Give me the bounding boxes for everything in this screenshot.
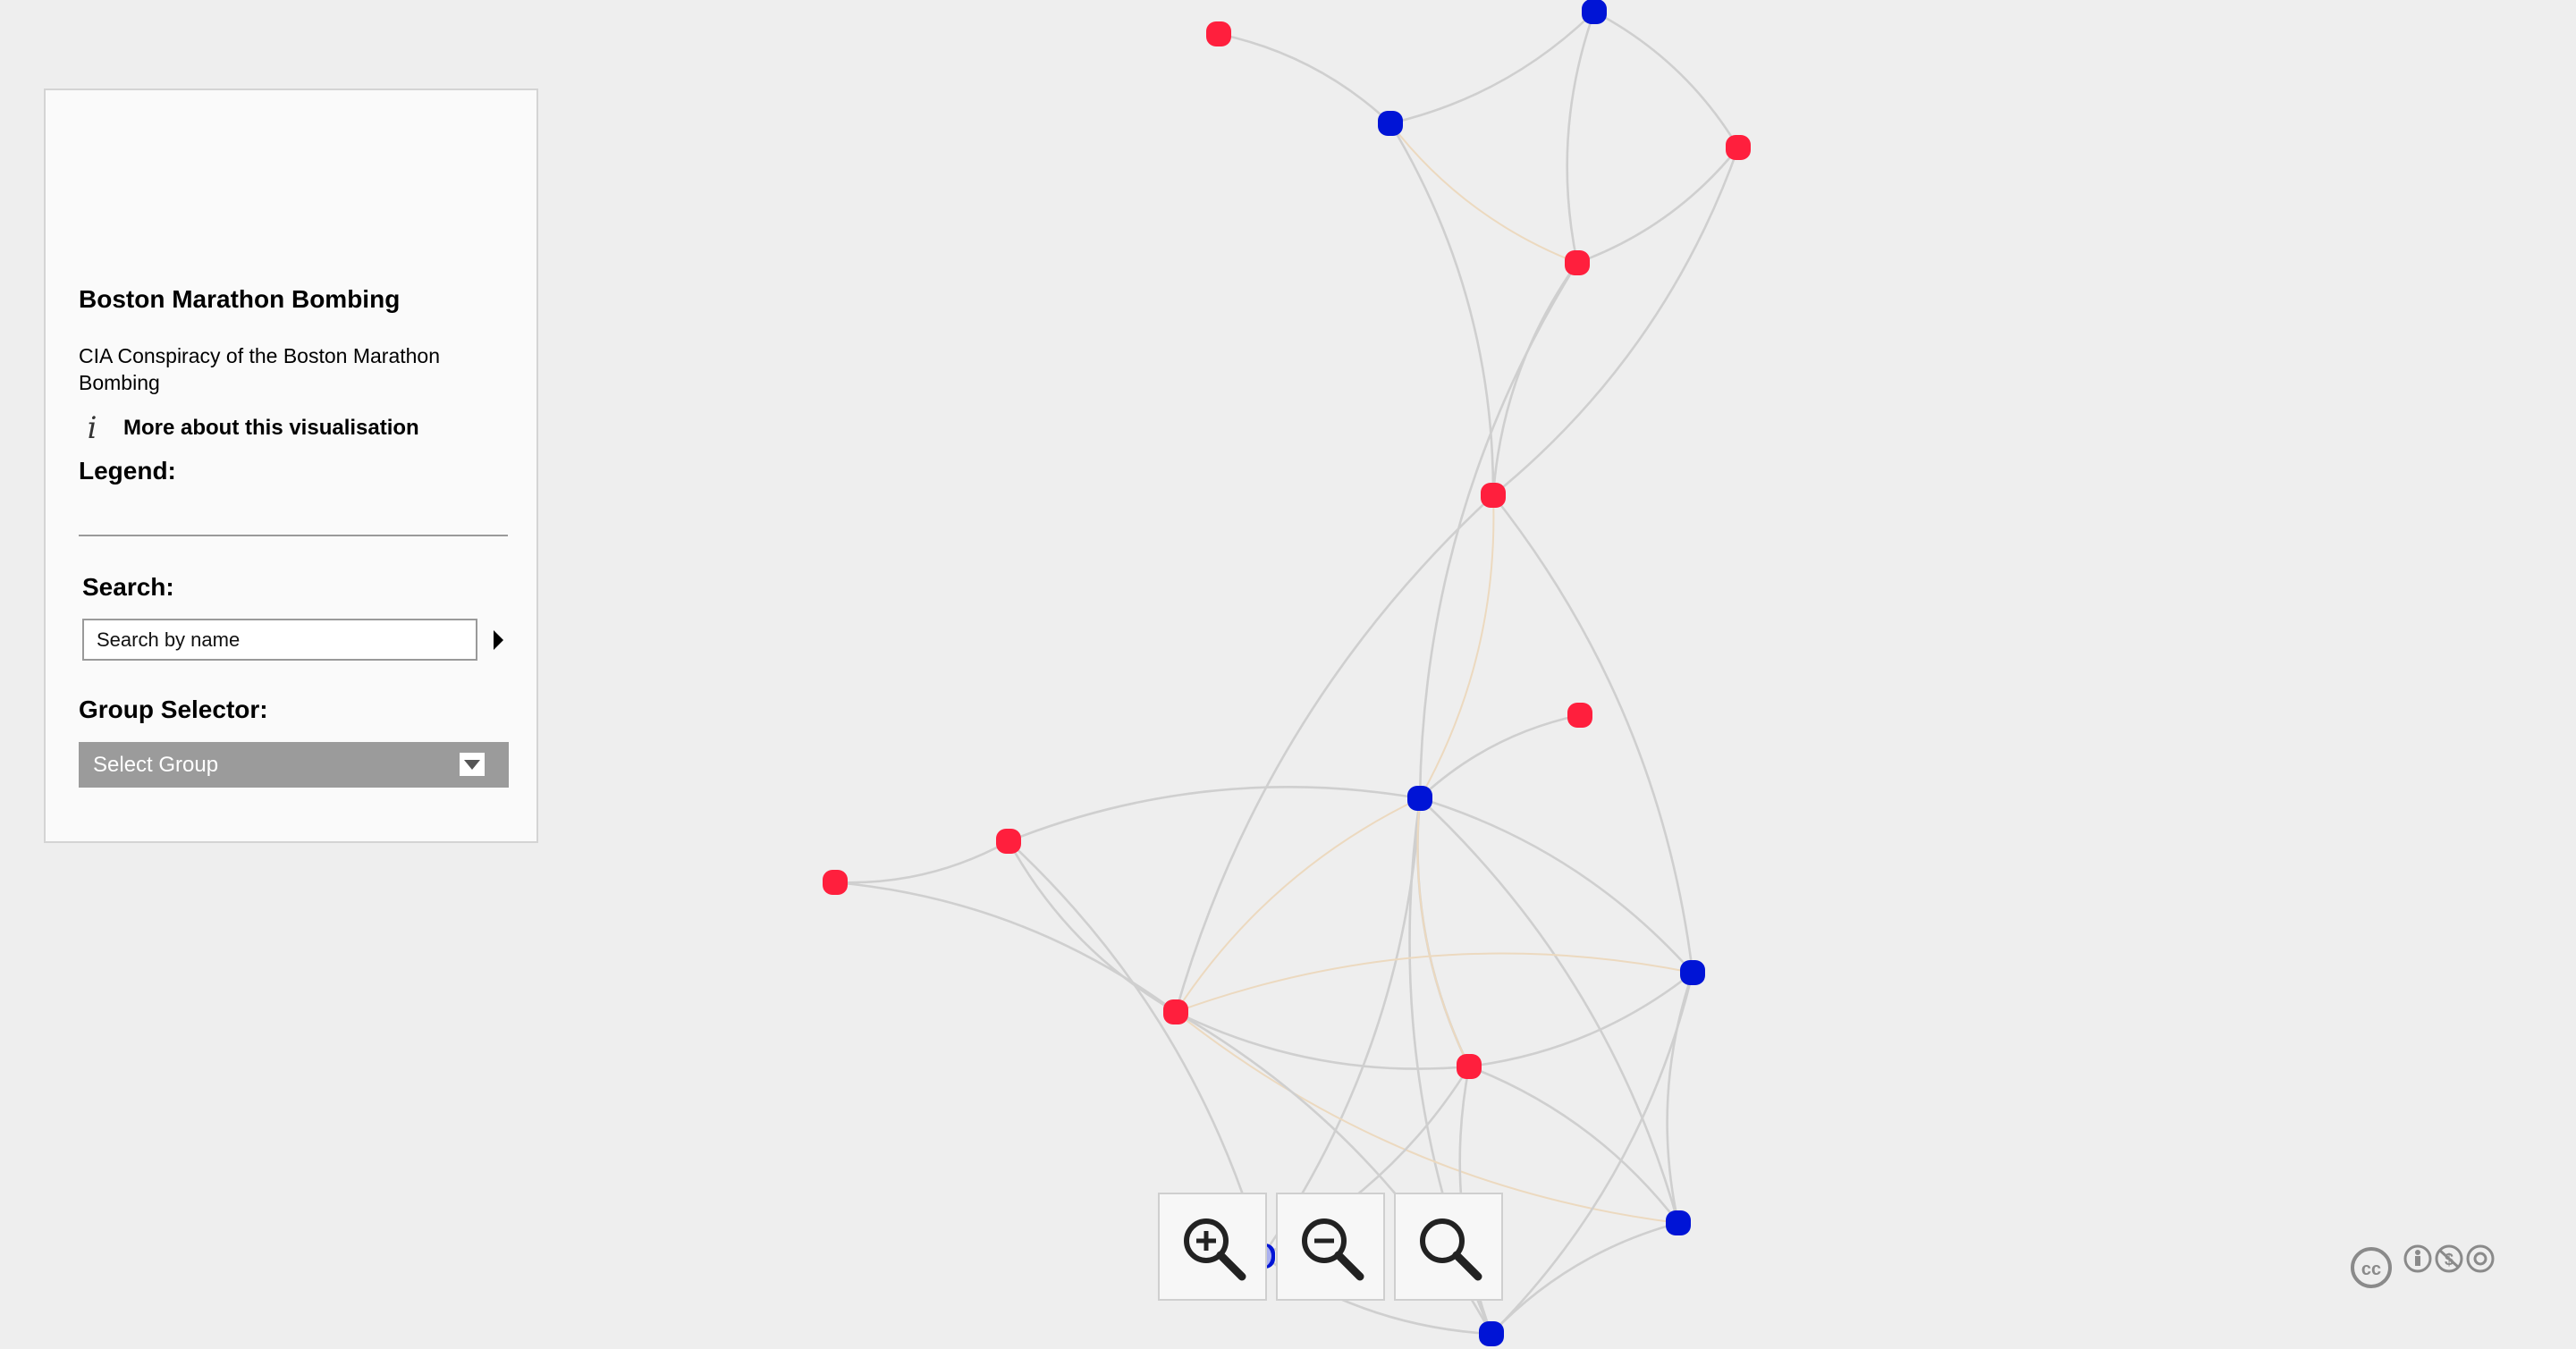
svg-text:cc: cc	[2361, 1260, 2381, 1279]
search-submit-button[interactable]	[489, 628, 509, 652]
graph-edge	[1492, 147, 1740, 497]
creative-commons-icon[interactable]: cc $	[2350, 1239, 2502, 1289]
graph-edge	[1491, 262, 1579, 496]
zoom-in-icon	[1184, 1218, 1246, 1281]
graph-node-red[interactable]	[1163, 999, 1188, 1024]
play-arrow-icon	[494, 630, 503, 650]
graph-node-blue[interactable]	[1582, 0, 1607, 24]
graph-edge	[1468, 971, 1693, 1068]
group-select-value: Select Group	[93, 753, 219, 777]
graph-edge	[1419, 797, 1680, 1224]
graph-edge	[1491, 494, 1694, 974]
graph-node-blue[interactable]	[1407, 786, 1432, 811]
zoom-in-button[interactable]	[1158, 1193, 1267, 1301]
graph-edge	[1389, 11, 1595, 125]
graph-node-red[interactable]	[996, 829, 1021, 854]
graph-edge	[1007, 840, 1177, 1014]
graph-edge	[1666, 972, 1694, 1224]
legend-divider	[79, 535, 508, 536]
graph-nodes[interactable]	[823, 0, 1751, 1346]
visualisation-title: Boston Marathon Bombing	[79, 285, 401, 313]
graph-edge	[1008, 786, 1421, 843]
about-link-label[interactable]: More about this visualisation	[123, 416, 419, 440]
zoom-out-button[interactable]	[1276, 1193, 1385, 1301]
graph-node-red[interactable]	[1726, 135, 1751, 160]
graph-node-blue[interactable]	[1680, 960, 1705, 985]
graph-node-red[interactable]	[1457, 1054, 1482, 1079]
graph-edge	[1593, 10, 1740, 148]
graph-edge	[1418, 262, 1579, 799]
zoom-reset-button[interactable]	[1394, 1193, 1503, 1301]
graph-node-red[interactable]	[1565, 250, 1590, 275]
search-heading: Search:	[82, 573, 174, 601]
graph-node-blue[interactable]	[1666, 1210, 1691, 1235]
group-select-dropdown[interactable]: Select Group	[79, 742, 509, 788]
about-link[interactable]: i More about this visualisation	[79, 410, 419, 446]
graph-edges	[834, 10, 1740, 1336]
graph-edge	[1389, 122, 1495, 496]
visualisation-subtitle: CIA Conspiracy of the Boston Marathon Bo…	[79, 344, 440, 394]
graph-node-blue[interactable]	[1479, 1321, 1504, 1346]
graph-edge	[1261, 797, 1422, 1257]
graph-edge	[1175, 1010, 1470, 1070]
graph-edge	[1576, 147, 1740, 265]
graph-edge	[834, 881, 1177, 1014]
graph-edge	[1491, 972, 1694, 1335]
license-badge: cc $	[2351, 1244, 2495, 1288]
info-icon[interactable]: i	[87, 410, 97, 446]
group-selector-heading: Group Selector:	[79, 696, 268, 723]
graph-edge	[1174, 494, 1494, 1013]
chevron-down-icon	[460, 753, 485, 776]
graph-edge	[834, 839, 1009, 884]
graph-edge	[1419, 713, 1581, 799]
graph-edge	[1008, 840, 1264, 1257]
zoom-out-icon	[1302, 1218, 1364, 1281]
graph-edge	[1175, 952, 1693, 1013]
graph-node-red[interactable]	[1567, 703, 1592, 728]
graph-node-red[interactable]	[1206, 21, 1231, 46]
graph-edge	[1566, 11, 1596, 264]
graph-edge	[1389, 122, 1578, 264]
search-input[interactable]	[82, 619, 477, 661]
graph-edge	[1416, 797, 1470, 1067]
graph-node-red[interactable]	[1481, 483, 1506, 508]
graph-node-red[interactable]	[823, 870, 848, 895]
graph-edge	[1419, 494, 1495, 799]
graph-edge	[1468, 1065, 1680, 1224]
graph-node-blue[interactable]	[1378, 111, 1403, 136]
graph-edge	[1491, 1221, 1679, 1335]
legend-heading: Legend:	[79, 457, 176, 485]
graph-edge	[1175, 797, 1421, 1013]
zoom-reset-icon	[1420, 1218, 1482, 1281]
graph-edge	[1419, 797, 1693, 974]
graph-edge	[1218, 32, 1391, 124]
info-panel: Boston Marathon Bombing CIA Conspiracy o…	[44, 89, 538, 843]
graph-edge	[1175, 1011, 1679, 1224]
